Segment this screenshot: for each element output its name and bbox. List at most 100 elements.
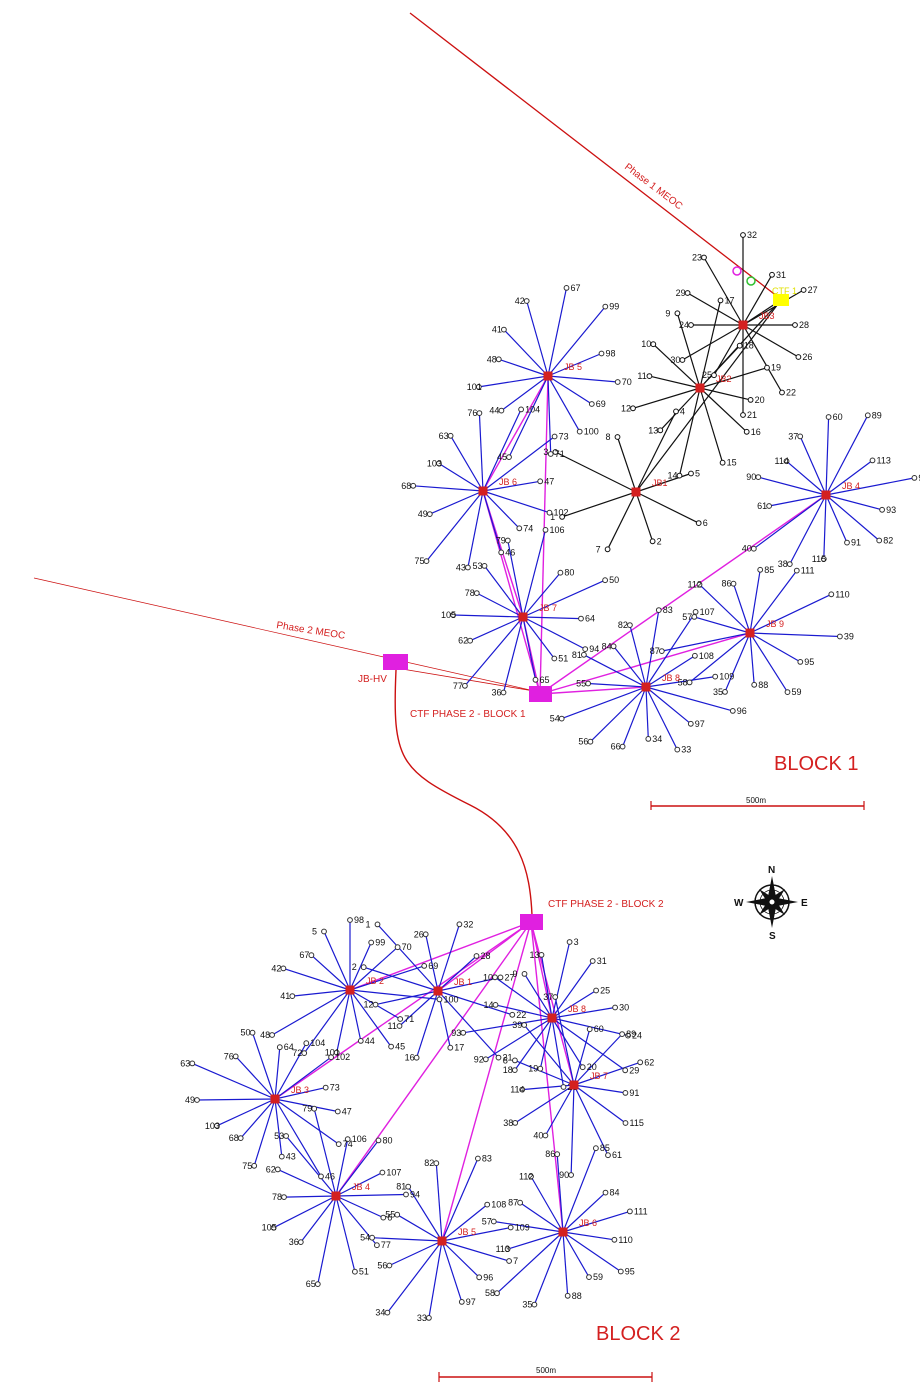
well-label: 56 <box>578 737 588 747</box>
well-label: 38 <box>778 559 788 569</box>
well-spoke <box>435 1163 443 1242</box>
well-spoke <box>749 632 840 638</box>
well-label: 45 <box>497 452 507 462</box>
well-spoke <box>551 989 597 1019</box>
junction-box-marker <box>518 612 528 622</box>
well-spoke <box>573 1084 626 1094</box>
well-label: 80 <box>564 568 574 578</box>
compass-n: N <box>768 865 775 876</box>
well-label: 10 <box>483 972 493 982</box>
well-label: 115 <box>630 1118 644 1128</box>
well-label: 91 <box>629 1088 639 1098</box>
well-label: 25 <box>702 370 712 380</box>
well-spoke <box>742 324 799 358</box>
well-node <box>344 1136 351 1143</box>
well-spoke <box>539 1017 553 1069</box>
well-label: 31 <box>776 270 786 280</box>
junction-box-label: JB 1 <box>454 977 472 987</box>
well-label: 48 <box>260 1030 270 1040</box>
well-node <box>476 410 483 417</box>
well-node <box>658 648 665 654</box>
trunk-link <box>482 375 549 492</box>
well-node <box>876 537 883 544</box>
well-label: 62 <box>266 1164 276 1174</box>
well-spoke <box>561 686 647 720</box>
well-node <box>764 364 770 371</box>
junction-box-marker <box>543 371 553 381</box>
well-node <box>701 254 707 261</box>
well-label: 106 <box>550 525 565 535</box>
well-label: 84 <box>602 641 612 651</box>
well-node <box>612 1004 618 1011</box>
well-label: 41 <box>492 325 502 335</box>
well-spoke <box>274 1098 340 1145</box>
ctf-block1-label: CTF PHASE 2 - BLOCK 1 <box>410 709 526 720</box>
well-label: 75 <box>415 556 425 566</box>
well-spoke <box>732 583 751 634</box>
well-node <box>492 1002 499 1008</box>
well-label: 51 <box>359 1267 369 1277</box>
well-spoke <box>645 686 678 750</box>
well-node <box>447 1044 454 1051</box>
well-node <box>194 1097 200 1103</box>
well-label: 71 <box>555 449 565 459</box>
well-node <box>712 673 719 680</box>
well-spoke <box>547 306 606 377</box>
feeder-cables <box>33 12 827 1242</box>
well-node <box>426 1315 432 1321</box>
well-label: 99 <box>375 938 385 948</box>
well-label: 101 <box>325 1048 340 1058</box>
well-spoke <box>375 990 439 1006</box>
well-node <box>237 1135 244 1141</box>
well-label: 60 <box>594 1024 604 1034</box>
well-label: 94 <box>410 1190 420 1200</box>
well-spoke <box>303 989 351 1054</box>
well-node <box>797 433 804 440</box>
compass-e: E <box>801 898 808 909</box>
well-node <box>504 1246 511 1252</box>
well-spoke <box>551 1017 565 1088</box>
well-label: 41 <box>280 991 290 1001</box>
well-node <box>426 511 433 517</box>
well-spoke <box>522 616 537 680</box>
well-node <box>692 609 699 615</box>
well-node <box>498 407 505 414</box>
well-spoke <box>503 329 549 377</box>
well-node <box>695 520 702 526</box>
well-label: 49 <box>418 509 428 519</box>
well-spoke <box>678 387 701 476</box>
well-node <box>467 637 474 644</box>
well-spoke <box>349 942 372 991</box>
well-spoke <box>498 358 549 377</box>
well-spoke <box>416 990 439 1058</box>
well-label: 1 <box>550 512 555 522</box>
well-label: 109 <box>719 672 734 682</box>
well-spoke <box>616 436 637 493</box>
well-label: 109 <box>515 1223 530 1233</box>
phase2-meoc-cable <box>33 577 531 691</box>
well-node <box>249 1029 256 1036</box>
well-spoke <box>363 966 439 992</box>
well-label: 62 <box>644 1057 654 1067</box>
well-node <box>825 414 832 420</box>
well-node <box>494 1290 500 1297</box>
well-label: 63 <box>180 1058 190 1068</box>
well-spoke <box>645 611 697 688</box>
well-spoke <box>825 477 915 496</box>
well-spoke <box>522 579 606 618</box>
well-label: 55 <box>385 1210 395 1220</box>
well-spoke <box>749 569 761 634</box>
well-spoke <box>399 990 439 1027</box>
well-label: 61 <box>757 501 767 511</box>
well-spoke <box>649 375 701 389</box>
well-node <box>422 931 429 938</box>
well-spoke <box>437 990 499 1059</box>
well-spoke <box>523 1024 575 1086</box>
well-node <box>501 326 507 333</box>
well-label: 90 <box>559 1170 569 1180</box>
well-label: 70 <box>402 942 412 952</box>
well-label: 71 <box>404 1014 414 1024</box>
well-label: 69 <box>596 399 606 409</box>
well-node <box>586 1026 593 1033</box>
well-node <box>369 1234 376 1241</box>
